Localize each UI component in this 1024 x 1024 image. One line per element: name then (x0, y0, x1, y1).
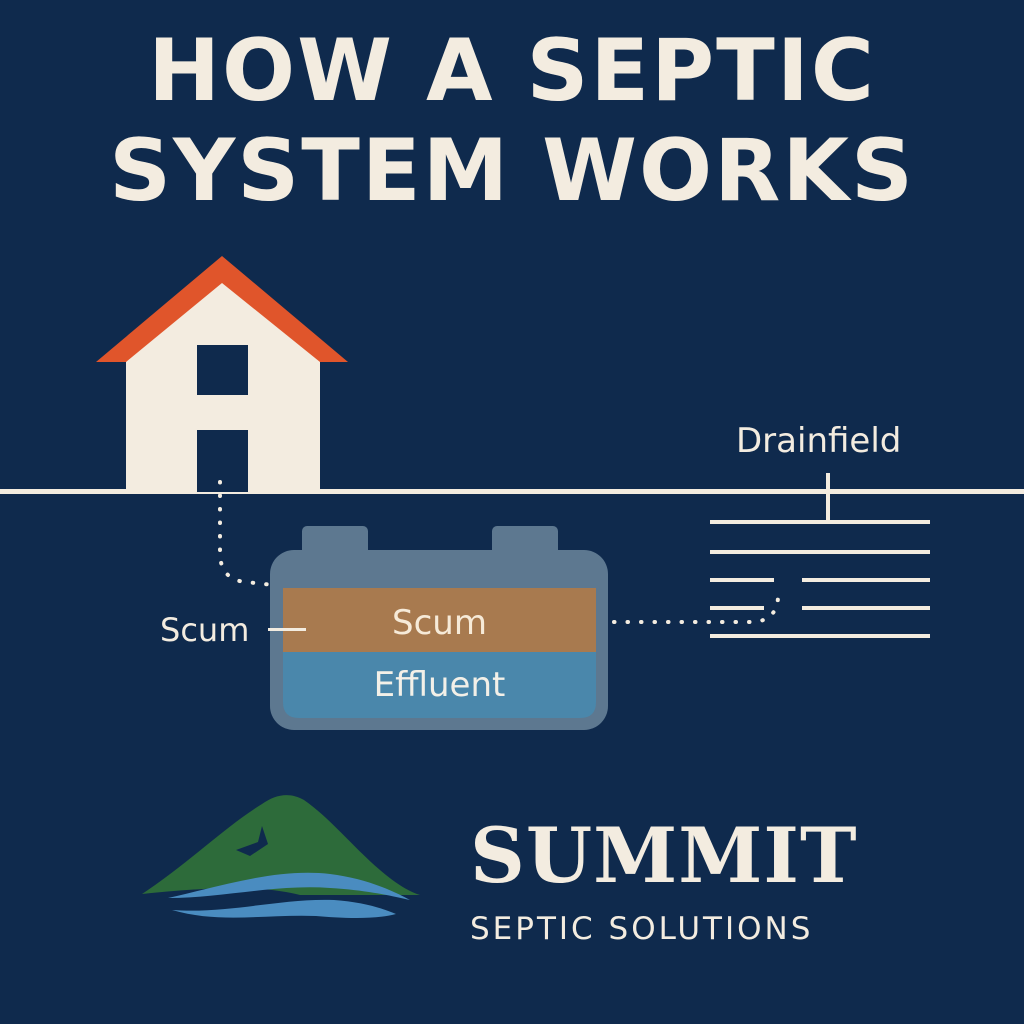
drainfield-line-4a (710, 606, 764, 610)
drainfield-icon (710, 473, 930, 638)
scum-side-label: Scum (160, 611, 250, 649)
drainfield-line-1 (710, 520, 930, 524)
logo-mountain (142, 795, 420, 895)
scum-connector-line (268, 628, 306, 631)
tank-effluent-layer (283, 652, 596, 718)
summit-mountain-logo (142, 795, 420, 918)
logo-wave-upper (168, 872, 410, 900)
drainfield-line-3b (802, 578, 930, 582)
house-window (197, 345, 248, 395)
scum-layer-label: Scum (392, 603, 487, 643)
drainfield-line-3a (710, 578, 774, 582)
septic-tank (270, 526, 608, 730)
effluent-layer-label: Effluent (373, 665, 506, 705)
brand-name: SUMMIT (470, 811, 858, 900)
logo-mountain-notch (236, 826, 268, 856)
outlet-pipe-dotted (612, 594, 780, 624)
house-icon (96, 256, 348, 492)
title-line-2: SYSTEM WORKS (109, 121, 915, 221)
drainfield-stem (826, 473, 830, 523)
drainfield-line-5 (710, 634, 930, 638)
logo-wave-lower (172, 899, 396, 918)
drainfield-label: Drainfield (736, 421, 902, 461)
tank-scum-layer (283, 588, 596, 652)
ground-line (0, 489, 1024, 494)
house-door (197, 430, 248, 492)
drainfield-line-4b (802, 606, 930, 610)
drainfield-line-2 (710, 550, 930, 554)
title-line-1: HOW A SEPTIC (148, 21, 876, 121)
brand-tagline: SEPTIC SOLUTIONS (470, 911, 814, 947)
inlet-pipe-dotted (218, 480, 284, 588)
